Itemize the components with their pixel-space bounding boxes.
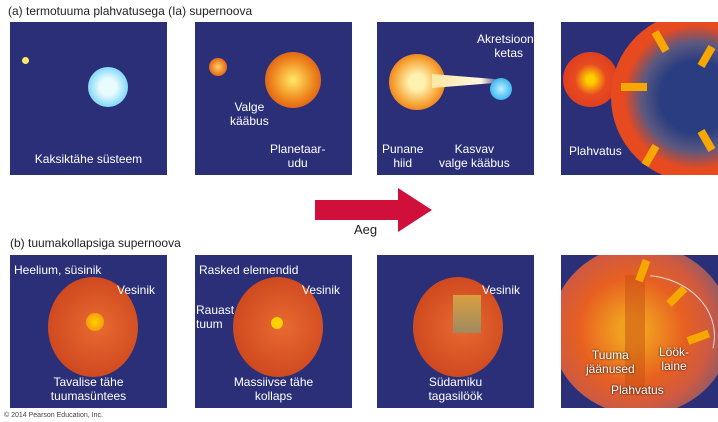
label-hydrogen: Vesinik [482, 283, 521, 297]
companion-star [563, 52, 618, 107]
time-arrow-shaft [315, 200, 400, 220]
panel-accretion: Akretsiooni- ketas Punane hiid Kasvav va… [377, 22, 534, 175]
label-helium-carbon: Heelium, süsinik [14, 263, 102, 277]
label-hydrogen: Vesinik [302, 283, 341, 297]
label-heavy-elements: Rasked elemendid [199, 263, 299, 277]
arrow-icon [621, 83, 647, 91]
label-accretion-disk: Akretsiooni- ketas [477, 32, 534, 60]
label-iron-core: Rauast tuum [196, 303, 235, 331]
panel-nucleosynthesis: Heelium, süsinik Vesinik Tavalise tähe t… [10, 255, 167, 408]
panel-explosion-a: Plahvatus [561, 22, 718, 175]
time-label: Aeg [354, 222, 378, 237]
panel-planetary-nebula: Valge kääbus Planetaar- udu [195, 22, 352, 175]
iron-core [271, 317, 283, 329]
label-red-giant: Punane hiid [382, 142, 424, 170]
small-star [22, 57, 29, 64]
panel-binary-system: Kaksiktähe süsteem [10, 22, 167, 175]
orange-star [209, 58, 227, 76]
accretion-disk [490, 78, 512, 100]
label-hydrogen: Vesinik [117, 283, 156, 297]
label-binary-system: Kaksiktähe süsteem [34, 152, 143, 166]
time-arrow-head-icon [398, 188, 432, 232]
label-explosion-a: Plahvatus [569, 144, 622, 158]
panel-explosion-b: Tuuma jäänused Löök- laine Plahvatus [561, 255, 718, 408]
row-a-title: (a) termotuuma plahvatusega (Ia) superno… [8, 4, 253, 18]
cutaway-edge [625, 275, 645, 395]
row-b-title: (b) tuumakollapsiga supernoova [10, 236, 181, 250]
label-core-remnant: Tuuma jäänused [586, 348, 635, 376]
label-growing-white-dwarf: Kasvav valge kääbus [439, 142, 510, 170]
label-massive-star-collapse: Massiivse tähe kollaps [233, 375, 314, 403]
label-shock-wave: Löök- laine [659, 345, 690, 373]
label-explosion-b: Plahvatus [611, 383, 664, 397]
panel-collapse: Rasked elemendid Vesinik Rauast tuum Mas… [195, 255, 352, 408]
panel-core-bounce: Vesinik Südamiku tagasilöök [377, 255, 534, 408]
bouncing-core [453, 295, 481, 333]
label-white-dwarf: Valge kääbus [230, 100, 269, 128]
copyright: © 2014 Pearson Education, Inc. [4, 412, 103, 419]
core [86, 313, 104, 331]
label-planetary-nebula: Planetaar- udu [270, 142, 326, 170]
planetary-nebula [265, 52, 321, 108]
blue-star [88, 67, 128, 107]
label-ordinary-star: Tavalise tähe tuumasüntees [50, 375, 127, 403]
label-core-bounce: Südamiku tagasilöök [428, 375, 483, 403]
